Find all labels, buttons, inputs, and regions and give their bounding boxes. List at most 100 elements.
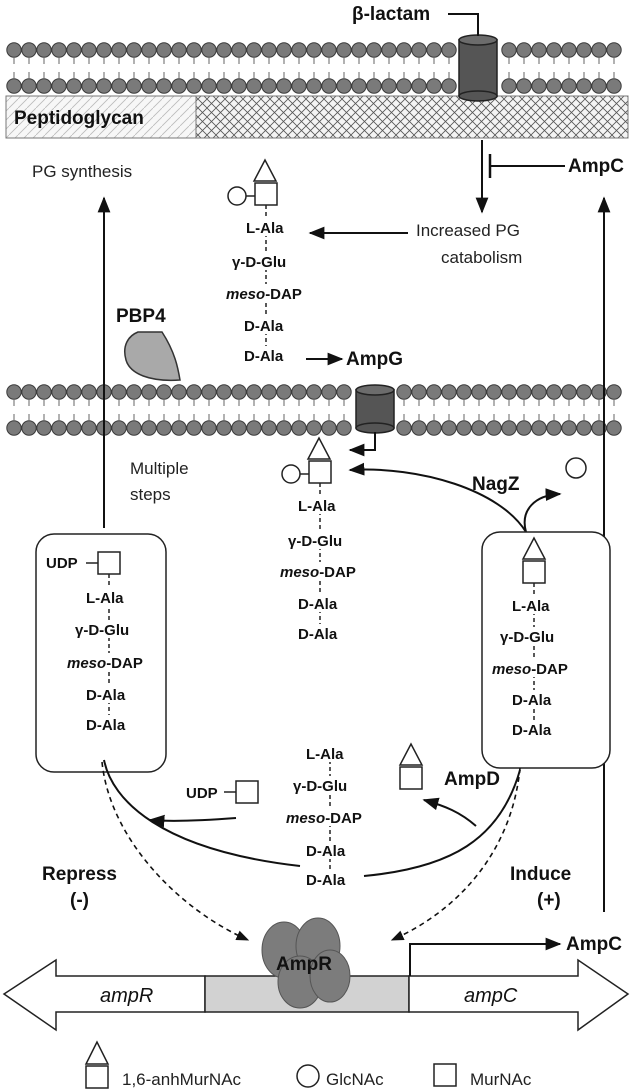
lipid-bead	[546, 42, 562, 58]
lipid-bead	[486, 420, 502, 436]
lipid-bead	[426, 384, 442, 400]
lipid-bead	[546, 420, 562, 436]
lipid-bead	[156, 42, 172, 58]
lipid-bead	[396, 384, 412, 400]
lipid-bead	[471, 384, 487, 400]
lipid-bead	[66, 42, 82, 58]
lipid-bead	[381, 78, 397, 94]
free-peptide-l-ala: L-Ala	[306, 746, 344, 763]
lipid-bead	[141, 78, 157, 94]
lipid-bead	[531, 78, 547, 94]
nagz-label: NagZ	[472, 474, 520, 495]
lipid-bead	[396, 78, 412, 94]
lipid-bead	[216, 42, 232, 58]
lipid-bead	[441, 78, 457, 94]
right-peptide-dap: meso-DAP	[492, 661, 568, 678]
legend-anhmurnac-triangle-icon	[84, 1040, 110, 1065]
multiple-steps-label-1: Multiple	[130, 459, 189, 478]
lipid-bead	[246, 78, 262, 94]
lipid-bead	[111, 42, 127, 58]
lipid-bead	[456, 384, 472, 400]
lipid-bead	[126, 420, 142, 436]
lipid-bead	[606, 78, 622, 94]
inner-membrane	[6, 384, 622, 436]
lipid-bead	[156, 420, 172, 436]
ampr-gene-label: ampR	[100, 985, 153, 1007]
right-peptide-d-glu: γ-D-Glu	[500, 629, 554, 646]
lipid-bead	[426, 78, 442, 94]
lipid-bead	[516, 384, 532, 400]
lipid-bead	[306, 384, 322, 400]
legend-glcnac-icon	[296, 1064, 320, 1088]
lipid-bead	[276, 78, 292, 94]
lipid-bead	[141, 420, 157, 436]
lipid-bead	[201, 384, 217, 400]
ampc-gene-label: ampC	[464, 985, 518, 1007]
lipid-bead	[396, 42, 412, 58]
lipid-bead	[561, 78, 577, 94]
muropeptide-middle: L-Ala γ-D-Glu meso-DAP D-Ala D-Ala	[278, 436, 364, 643]
lipid-bead	[21, 420, 37, 436]
mid-peptide-d-ala-2: D-Ala	[298, 626, 338, 643]
increased-pg-label-1: Increased PG	[416, 221, 520, 240]
peptide-d-ala-1: D-Ala	[244, 318, 284, 335]
induce-label-2: (+)	[537, 890, 561, 911]
lipid-bead	[531, 384, 547, 400]
lipid-bead	[276, 420, 292, 436]
beta-lactam-label: β-lactam	[352, 4, 430, 25]
lipid-bead	[111, 78, 127, 94]
muropeptide-top: L-Ala γ-D-Glu meso-DAP D-Ala D-Ala	[224, 158, 310, 365]
lipid-bead	[321, 384, 337, 400]
lipid-bead	[66, 78, 82, 94]
lipid-bead	[81, 42, 97, 58]
lipid-bead	[201, 42, 217, 58]
mid-peptide-dap: meso-DAP	[280, 564, 356, 581]
right-peptide-d-ala-1: D-Ala	[512, 692, 552, 709]
lipid-bead	[606, 384, 622, 400]
peptide-l-ala: L-Ala	[246, 220, 284, 237]
lipid-bead	[246, 42, 262, 58]
lipid-bead	[546, 78, 562, 94]
lipid-bead	[231, 420, 247, 436]
lipid-bead	[591, 42, 607, 58]
lipid-bead	[426, 420, 442, 436]
pbp4-label: PBP4	[116, 306, 166, 327]
lipid-bead	[366, 78, 382, 94]
ampc-inhibitor-label: AmpC	[568, 156, 624, 177]
lipid-bead	[336, 42, 352, 58]
lipid-bead	[171, 384, 187, 400]
mid-peptide-l-ala: L-Ala	[298, 498, 336, 515]
lipid-bead	[411, 42, 427, 58]
lipid-bead	[246, 384, 262, 400]
lipid-bead	[186, 42, 202, 58]
lipid-bead	[306, 42, 322, 58]
lipid-bead	[426, 42, 442, 58]
left-peptide-d-ala-1: D-Ala	[86, 687, 126, 704]
lipid-bead	[36, 384, 52, 400]
lipid-bead	[96, 42, 112, 58]
lipid-bead	[156, 78, 172, 94]
lipid-bead	[291, 42, 307, 58]
porin-outer	[458, 34, 498, 102]
legend-murnac-label: MurNAc	[470, 1070, 532, 1089]
lipid-bead	[201, 420, 217, 436]
lipid-bead	[36, 42, 52, 58]
lipid-bead	[561, 420, 577, 436]
murnac-icon-right	[522, 560, 546, 584]
lipid-bead	[171, 420, 187, 436]
legend-anhmurnac-label: 1,6-anhMurNAc	[122, 1070, 242, 1089]
lipid-bead	[126, 384, 142, 400]
lipid-bead	[201, 78, 217, 94]
lipid-bead	[396, 420, 412, 436]
lipid-bead	[51, 420, 67, 436]
repress-label-2: (-)	[70, 890, 89, 911]
lipid-bead	[21, 42, 37, 58]
lipid-bead	[186, 384, 202, 400]
peptidoglycan-layer-light	[5, 95, 197, 139]
udp-label-left: UDP	[46, 555, 78, 572]
udp-label-mid: UDP	[186, 785, 218, 802]
lipid-bead	[516, 420, 532, 436]
lipid-bead	[36, 78, 52, 94]
anhmurnac-pentapeptide-box: L-Ala γ-D-Glu meso-DAP D-Ala D-Ala	[481, 531, 611, 769]
